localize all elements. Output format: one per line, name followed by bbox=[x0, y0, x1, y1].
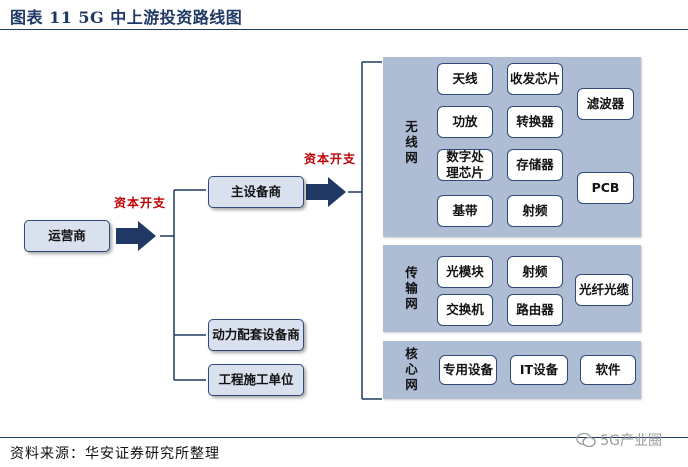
figure-title: 图表 11 5G 中上游投资路线图 bbox=[10, 8, 243, 27]
item-optical-module: 光模块 bbox=[437, 256, 493, 288]
item-radio-frequency: 射频 bbox=[507, 195, 563, 227]
capex-label-1: 资本开支 bbox=[114, 196, 167, 210]
node-power-equipment: 动力配套设备商 bbox=[208, 319, 304, 351]
node-operator: 运营商 bbox=[24, 220, 110, 252]
item-software: 软件 bbox=[580, 355, 636, 385]
item-switch: 交换机 bbox=[437, 294, 493, 326]
item-antenna: 天线 bbox=[437, 63, 493, 95]
item-transport-radio-frequency: 射频 bbox=[507, 256, 563, 288]
watermark: 5G产业圈 bbox=[576, 430, 662, 450]
item-transceiver-chip: 收发芯片 bbox=[507, 63, 563, 95]
item-memory: 存储器 bbox=[507, 149, 563, 181]
node-main-equipment: 主设备商 bbox=[208, 176, 304, 208]
arrow-capex-1 bbox=[116, 221, 156, 251]
node-engineering: 工程施工单位 bbox=[208, 364, 304, 396]
label-core: 核心网 bbox=[403, 347, 418, 394]
source-note: 资料来源：华安证券研究所整理 bbox=[10, 446, 220, 462]
top-divider bbox=[0, 29, 688, 30]
item-filter: 滤波器 bbox=[577, 88, 634, 120]
wechat-icon bbox=[576, 432, 596, 448]
item-power-amplifier: 功放 bbox=[437, 106, 493, 138]
item-dsp-chip: 数字处理芯片 bbox=[437, 149, 493, 181]
item-baseband: 基带 bbox=[437, 195, 493, 227]
capex-label-2: 资本开支 bbox=[304, 152, 357, 166]
item-pcb: PCB bbox=[577, 172, 634, 204]
arrow-capex-2 bbox=[306, 177, 346, 207]
item-router: 路由器 bbox=[507, 294, 563, 326]
bottom-divider bbox=[0, 437, 688, 438]
label-transport: 传输网 bbox=[403, 266, 418, 313]
item-converter: 转换器 bbox=[507, 106, 563, 138]
item-it-equipment: IT设备 bbox=[510, 355, 568, 385]
item-dedicated-equipment: 专用设备 bbox=[439, 355, 497, 385]
label-wireless: 无线网 bbox=[403, 120, 418, 167]
item-optical-fiber-cable: 光纤光缆 bbox=[575, 274, 633, 306]
watermark-text: 5G产业圈 bbox=[600, 433, 662, 449]
